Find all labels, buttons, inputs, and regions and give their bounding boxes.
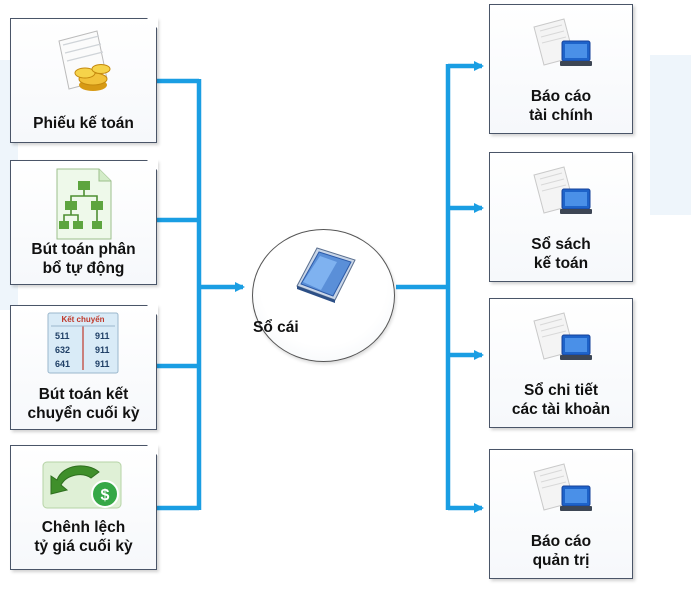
output-node-management-report[interactable]: Báo cáo quản trị — [489, 449, 633, 579]
input-node-period-end-transfer[interactable]: Kết chuyển 511 911 632 911 641 911 Bút t… — [10, 304, 158, 430]
allocation-tree-icon — [56, 168, 112, 240]
output-label: Sổ sách kế toán — [531, 236, 591, 272]
input-label: Phiếu kế toán — [33, 115, 134, 132]
exchange-rate-icon: $ — [42, 461, 122, 509]
output-label: Sổ chi tiết các tài khoản — [511, 382, 611, 418]
transfer-row-1-debit: 511 — [55, 331, 70, 341]
input-node-auto-allocation[interactable]: Bút toán phân bổ tự động — [10, 159, 158, 285]
report-computer-icon — [533, 312, 592, 360]
ledger-book-icon — [296, 247, 356, 303]
output-node-financial-report[interactable]: Báo cáo tài chính — [489, 4, 633, 134]
svg-text:$: $ — [101, 487, 110, 504]
ledger-hub[interactable]: Sổ cái — [252, 229, 395, 362]
report-computer-icon — [533, 18, 592, 66]
transfer-table-title: Kết chuyển — [61, 315, 104, 324]
transfer-row-2-debit: 632 — [55, 345, 70, 355]
hub-label: Sổ cái — [253, 319, 299, 336]
output-node-accounting-books[interactable]: Sổ sách kế toán — [489, 152, 633, 282]
transfer-row-3-debit: 641 — [55, 359, 70, 369]
input-label: Bút toán phân bổ tự động — [31, 241, 136, 277]
output-node-account-details[interactable]: Sổ chi tiết các tài khoản — [489, 298, 633, 428]
output-label: Báo cáo quản trị — [530, 533, 592, 569]
transfer-row-2-credit: 911 — [95, 345, 110, 355]
report-computer-icon — [533, 166, 592, 214]
output-label: Báo cáo tài chính — [529, 88, 593, 124]
accounting-voucher-icon — [58, 30, 111, 91]
transfer-row-1-credit: 911 — [95, 331, 110, 341]
background-band-right — [650, 55, 691, 215]
input-node-exchange-rate[interactable]: $ Chênh lệch tỷ giá cuối kỳ — [10, 444, 158, 570]
input-label: Chênh lệch tỷ giá cuối kỳ — [34, 519, 133, 555]
transfer-row-3-credit: 911 — [95, 359, 110, 369]
report-computer-icon — [533, 463, 592, 511]
input-node-accounting-voucher[interactable]: Phiếu kế toán — [10, 17, 158, 143]
input-label: Bút toán kết chuyển cuối kỳ — [27, 386, 140, 422]
transfer-table-icon: Kết chuyển 511 911 632 911 641 911 — [47, 312, 119, 374]
